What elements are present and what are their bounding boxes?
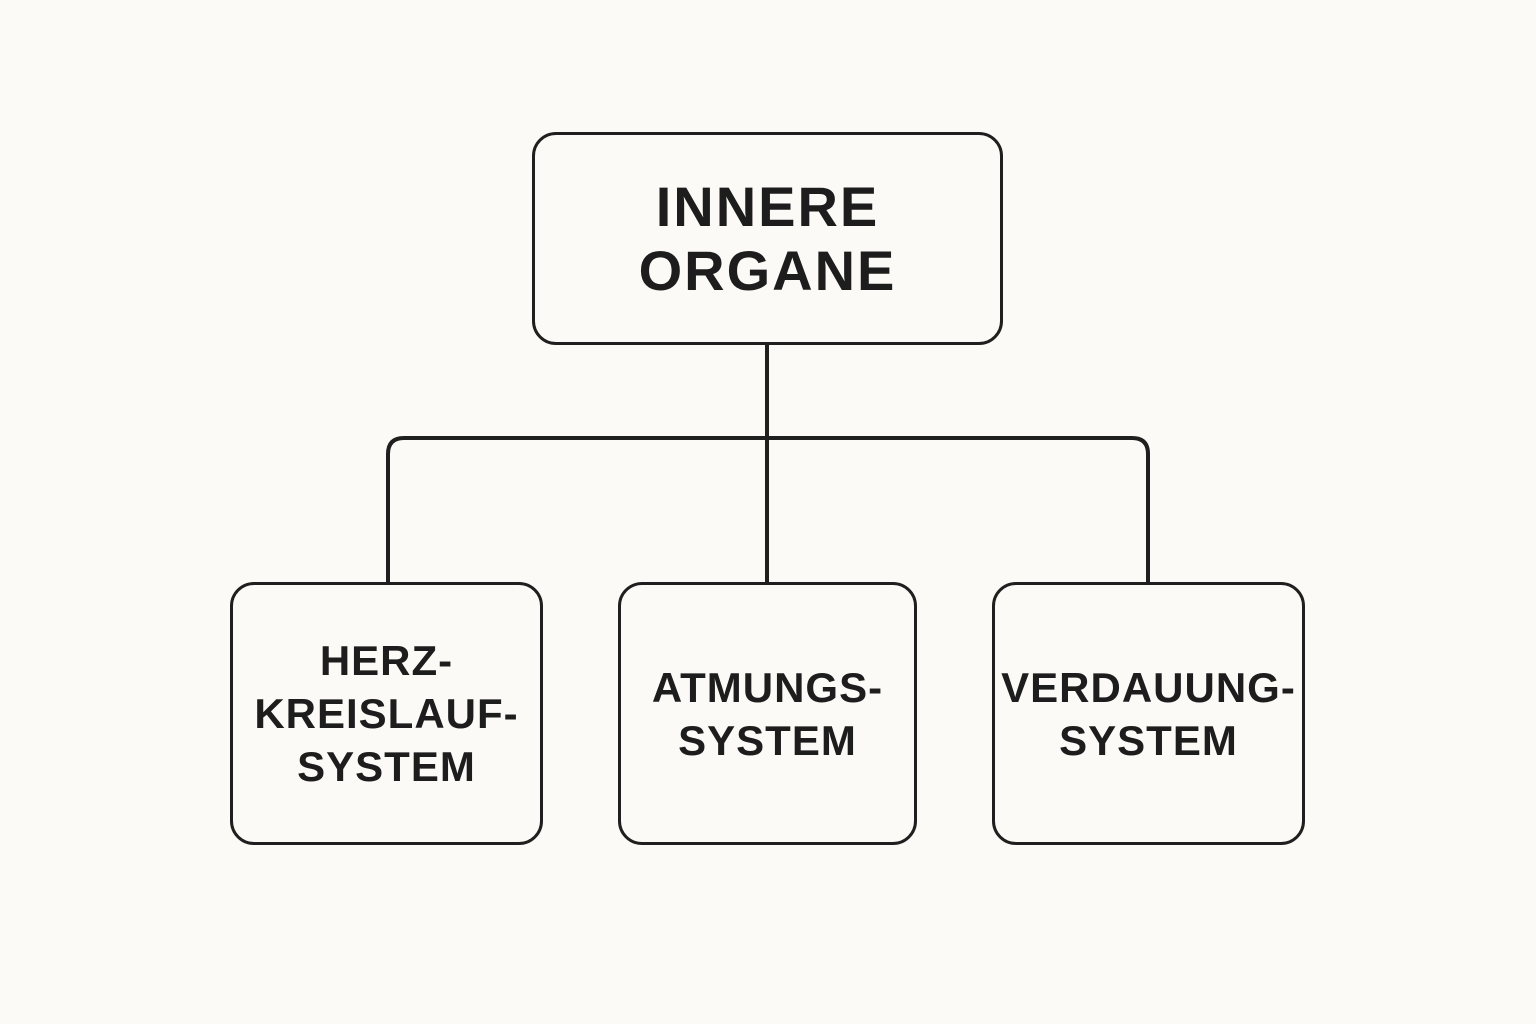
root-node-innere-organe: INNERE ORGANE xyxy=(532,132,1003,345)
child-node-1-label: HERZ- KREISLAUF- SYSTEM xyxy=(254,634,518,793)
child-2-label-line-2: SYSTEM xyxy=(678,716,857,764)
child-1-label-line-2: KREISLAUF- xyxy=(254,690,519,737)
child-3-label-line-1: VERDAUUNG- xyxy=(1001,663,1296,711)
child-node-atmungs-system: ATMUNGS- SYSTEM xyxy=(618,582,917,845)
child-node-2-label: ATMUNGS- SYSTEM xyxy=(652,661,883,767)
connector-branch-bar xyxy=(386,436,1150,582)
child-2-label-line-1: ATMUNGS- xyxy=(651,663,884,711)
child-1-label-line-3: SYSTEM xyxy=(297,743,476,790)
child-3-label-line-2: SYSTEM xyxy=(1059,716,1238,764)
root-label-line-1: INNERE xyxy=(655,174,880,238)
root-label-line-2: ORGANE xyxy=(638,238,897,302)
child-node-verdauung-system: VERDAUUNG- SYSTEM xyxy=(992,582,1305,845)
child-1-label-line-1: HERZ- xyxy=(319,637,454,684)
child-node-herz-kreislauf-system: HERZ- KREISLAUF- SYSTEM xyxy=(230,582,543,845)
root-node-label: INNERE ORGANE xyxy=(639,175,897,303)
child-node-3-label: VERDAUUNG- SYSTEM xyxy=(1001,661,1296,767)
